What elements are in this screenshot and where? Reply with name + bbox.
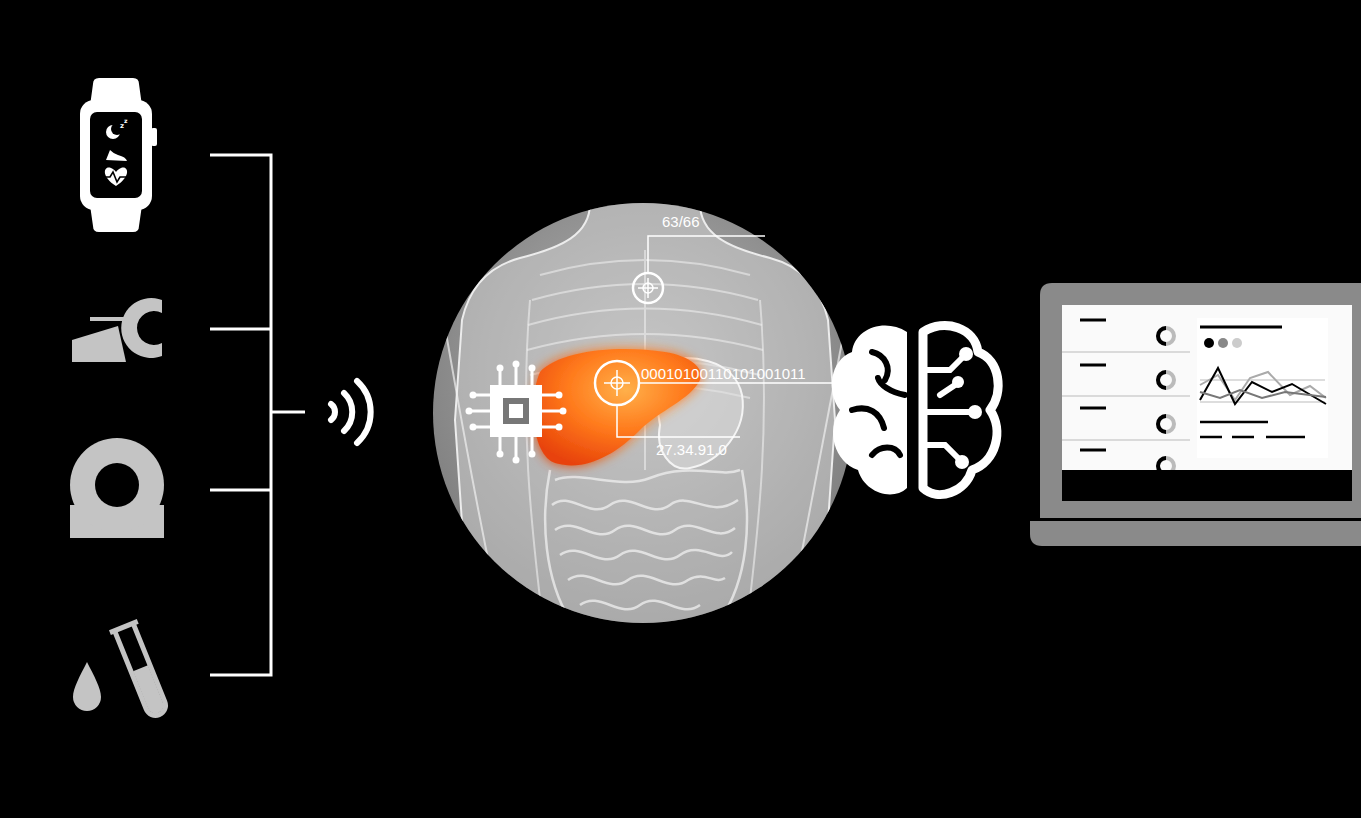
blood-test-icon [73, 619, 173, 720]
laptop-dashboard [1030, 283, 1361, 546]
svg-text:z: z [124, 117, 128, 124]
chip-icon [466, 361, 567, 464]
leader-line [617, 236, 866, 437]
torso-illustration [433, 200, 866, 640]
ultrasound-probe-icon [72, 298, 162, 362]
scanner-ring-icon [70, 438, 164, 538]
crosshair [595, 273, 663, 405]
scan-readout: 27.34.91.0 [656, 441, 727, 458]
scan-circle: 63/66 00010100110101001011 27.34.91.0 [434, 203, 854, 623]
scan-readout: 63/66 [662, 213, 700, 230]
bracket [210, 155, 305, 675]
scan-readout: 00010100110101001011 [641, 365, 806, 382]
brain-circuit-icon [832, 326, 998, 495]
smartwatch-icon: z z [80, 78, 157, 232]
wireless-icon [331, 381, 371, 443]
